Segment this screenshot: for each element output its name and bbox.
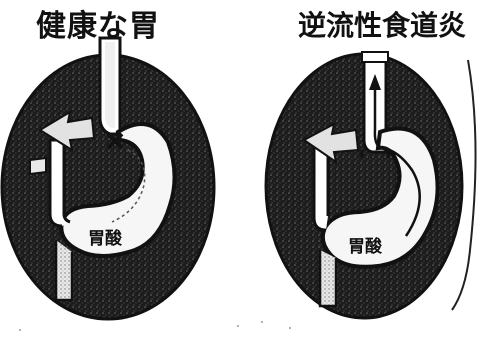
healthy-stomach-diagram: 胃酸 [2,38,214,319]
right-lower-tube [314,146,328,230]
right-acid-label: 胃酸 [348,236,383,257]
left-acid-label: 胃酸 [88,228,123,249]
scan-noise [19,321,291,331]
right-tube-bottom [320,250,336,306]
reflux-stomach-diagram: 胃酸 [266,52,476,318]
right-esophagus-top-cap [362,52,388,62]
left-esophagus-inner [105,42,115,128]
left-side-mark [30,158,46,174]
